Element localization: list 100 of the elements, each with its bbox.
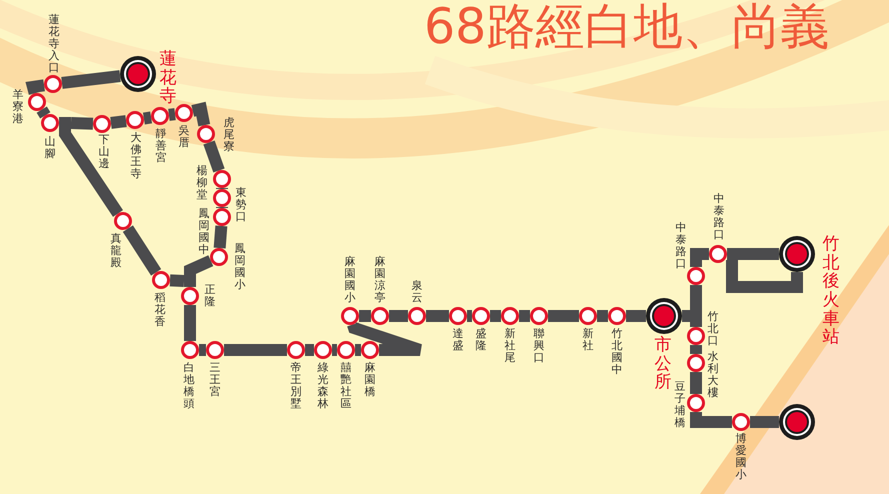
terminal-name: 蓮花寺: [160, 50, 176, 106]
stop-name: 麻園國小: [344, 256, 356, 304]
stop-name: 博愛國小: [736, 433, 746, 482]
stop-name: 東勢口: [236, 187, 246, 224]
stop-name: 靜善宮: [156, 128, 166, 164]
stop-name: 竹北國中: [612, 328, 622, 376]
route-line: [214, 226, 228, 248]
route-line: [690, 248, 709, 267]
stop-name: 白地橋頭: [184, 362, 194, 410]
stop-marker-icon: [28, 93, 46, 111]
stop-name: 新社: [582, 328, 594, 352]
route-line: [216, 207, 228, 208]
route-line: [519, 310, 530, 322]
stop-marker-icon: [501, 307, 519, 325]
route-line: [25, 79, 45, 95]
stop-marker-icon: [197, 125, 215, 143]
route-line: [61, 70, 121, 89]
route-line: [726, 260, 803, 293]
stop-marker-icon: [181, 287, 199, 305]
stop-marker-icon: [530, 307, 548, 325]
route-line: [191, 102, 210, 126]
route-line: [359, 310, 371, 322]
route-line: [467, 310, 472, 322]
stop-marker-icon: [210, 248, 228, 266]
stop-name: 水利大樓: [708, 351, 718, 400]
stop-name: 盛隆: [476, 328, 486, 352]
stop-marker-icon: [608, 307, 626, 325]
stop-marker-icon: [213, 189, 231, 207]
stop-name: 綠光森林: [318, 362, 328, 410]
stop-marker-icon: [206, 341, 224, 359]
stop-marker-icon: [93, 115, 111, 133]
stop-marker-icon: [472, 307, 490, 325]
route-line: [490, 310, 501, 322]
stop-name: 泉云: [412, 280, 422, 304]
terminal-name: 市公所: [654, 336, 672, 392]
stop-marker-icon: [371, 307, 389, 325]
stop-marker-icon: [341, 307, 359, 325]
stop-name: 鳳岡國小: [234, 243, 246, 292]
route-line: [184, 305, 196, 341]
terminal-marker-icon: [779, 404, 815, 440]
route-line: [184, 276, 196, 287]
stop-name: 真龍殿: [110, 233, 122, 270]
stop-name: 麻園涼亭: [374, 256, 386, 304]
route-line: [36, 106, 50, 118]
terminal-marker-icon: [120, 56, 156, 92]
route-line: [142, 112, 152, 124]
stop-marker-icon: [687, 354, 705, 372]
stop-marker-icon: [175, 104, 193, 122]
stop-marker-icon: [114, 212, 132, 230]
route-line: [355, 344, 361, 356]
stop-name: 聯興口: [534, 328, 544, 364]
stop-name: 竹北口: [708, 311, 718, 348]
route-line: [168, 108, 176, 121]
stop-marker-icon: [449, 307, 467, 325]
route-line: [690, 412, 732, 428]
stop-marker-icon: [126, 111, 144, 129]
terminal-name: 竹北後火車站: [822, 235, 840, 348]
route-line: [110, 115, 127, 129]
route-line: [305, 344, 314, 356]
stop-name: 虎尾寮: [224, 117, 234, 154]
route-line: [332, 344, 337, 356]
route-line: [750, 416, 779, 428]
stop-name: 囍艷社區: [340, 362, 352, 410]
stop-name: 中泰路口: [714, 193, 724, 242]
route-line: [597, 310, 608, 322]
route-line: [203, 140, 225, 173]
route-line: [690, 372, 702, 394]
stop-marker-icon: [287, 341, 305, 359]
stop-marker-icon: [408, 307, 426, 325]
route-line: [122, 225, 162, 276]
stop-marker-icon: [687, 394, 705, 412]
stop-name: 三王宮: [210, 362, 220, 398]
route-title: 68路經白地、尚義: [424, 0, 830, 54]
route-line: [690, 345, 702, 354]
stop-marker-icon: [213, 208, 231, 226]
stop-marker-icon: [361, 341, 379, 359]
terminal-marker-icon: [646, 298, 682, 334]
route-line: [626, 310, 646, 322]
route-line: [216, 188, 228, 189]
stop-marker-icon: [181, 341, 199, 359]
route-line: [199, 344, 206, 356]
stop-marker-icon: [687, 267, 705, 285]
stop-name: 麻園橋: [364, 362, 376, 398]
stop-marker-icon: [709, 245, 727, 263]
stop-name: 羊寮港: [12, 89, 24, 126]
route-line: [426, 310, 449, 322]
stop-name: 新社尾: [504, 328, 516, 364]
route-line: [170, 274, 184, 287]
stop-marker-icon: [41, 114, 59, 132]
stop-marker-icon: [213, 170, 231, 188]
stop-name: 大佛王寺: [130, 132, 142, 180]
route-line: [690, 285, 702, 316]
stop-name: 中泰路口: [676, 222, 686, 270]
stop-marker-icon: [44, 75, 62, 93]
route-line: [690, 316, 702, 327]
terminal-marker-icon: [779, 236, 815, 272]
stop-name: 稻花香: [154, 292, 166, 328]
stop-marker-icon: [152, 271, 170, 289]
route-line: [682, 310, 690, 322]
stop-name: 下山邊: [98, 134, 110, 170]
